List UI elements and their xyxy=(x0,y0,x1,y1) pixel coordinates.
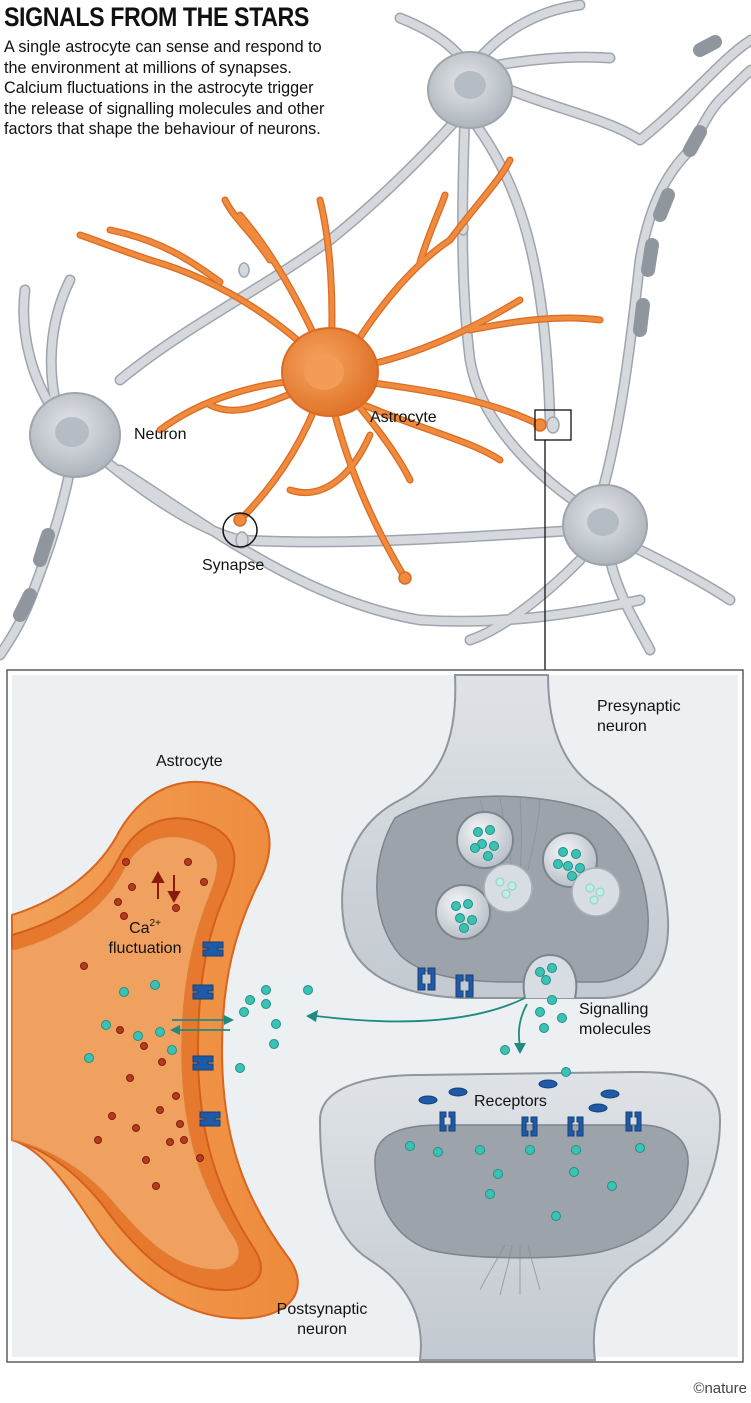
postsynaptic-label: Postsynaptic neuron xyxy=(262,1300,382,1340)
figure-title: SIGNALS FROM THE STARS xyxy=(4,2,309,32)
neuron-network xyxy=(0,0,751,661)
calcium-base: Ca xyxy=(129,920,150,937)
calcium-charge: 2+ xyxy=(149,918,161,929)
signalling-molecules-label: Signalling molecules xyxy=(579,1000,651,1040)
intro-text: A single astrocyte can sense and respond… xyxy=(4,38,325,138)
presynaptic-terminal xyxy=(341,674,670,999)
presynaptic-label: Presynaptic neuron xyxy=(597,697,681,737)
neuron-label: Neuron xyxy=(134,426,187,443)
postsynaptic-label-line2: neuron xyxy=(297,1321,347,1338)
receptors-label: Receptors xyxy=(474,1093,547,1110)
synapse-label: Synapse xyxy=(202,557,265,574)
nature-credit: ©nature xyxy=(693,1380,747,1397)
postsynaptic-label-line1: Postsynaptic xyxy=(276,1301,368,1318)
signalling-molecules-cleft xyxy=(235,985,567,1073)
postsynaptic-terminal xyxy=(318,1067,722,1361)
zoom-box xyxy=(534,409,572,441)
synapse-marker xyxy=(222,512,258,548)
signalling-label-line2: molecules xyxy=(579,1021,652,1038)
calcium-fluctuation-label: Ca2+ fluctuation xyxy=(94,914,196,959)
astrocyte-illustration xyxy=(76,156,604,585)
astrocyte-label-detail: Astrocyte xyxy=(156,753,223,770)
astrocyte-process-detail xyxy=(11,780,299,1320)
presynaptic-label-line2: neuron xyxy=(597,718,647,735)
presynaptic-label-line1: Presynaptic xyxy=(597,698,681,715)
fluctuation-label: fluctuation xyxy=(108,940,182,957)
calcium-label: Ca2+ xyxy=(94,914,196,939)
astrocyte-label-top: Astrocyte xyxy=(370,409,437,426)
signalling-label-line1: Signalling xyxy=(579,1001,649,1018)
